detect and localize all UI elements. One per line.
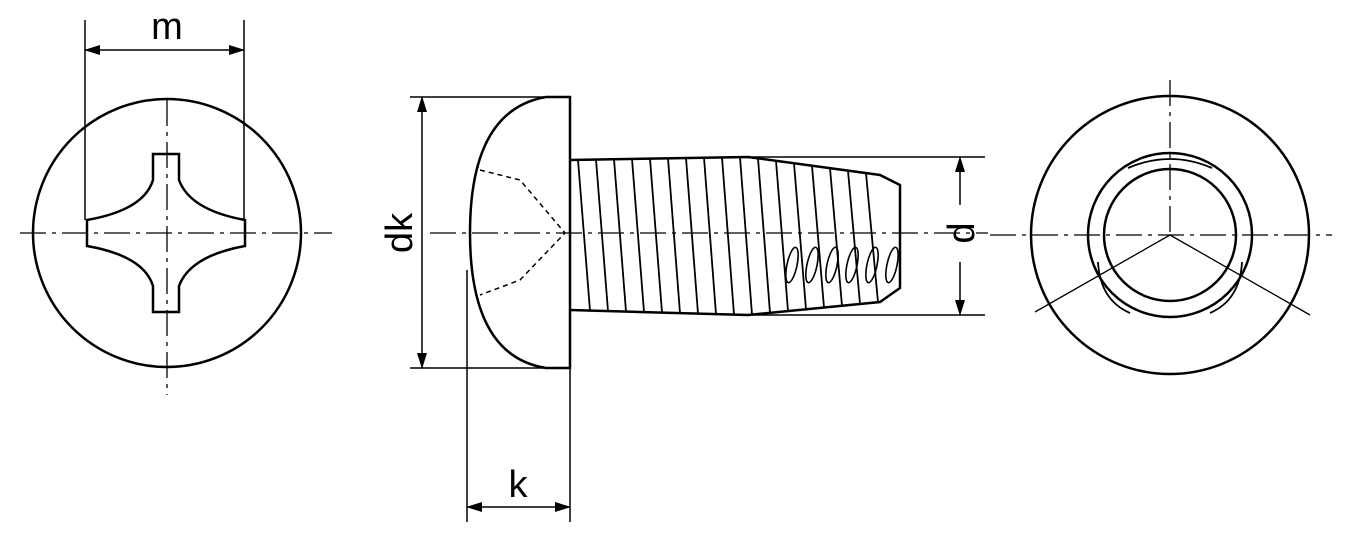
thread-line: [775, 160, 789, 312]
label-k: k: [509, 464, 529, 506]
thread-line: [595, 159, 609, 312]
thread-forming-lobes: [785, 246, 899, 284]
thread-line: [757, 158, 771, 313]
forming-lobe: [885, 246, 899, 284]
dimension-k: [466, 270, 571, 522]
thread-line: [721, 157, 735, 315]
thread-line: [613, 159, 627, 312]
phillips-cross-recess: [85, 152, 247, 314]
thread-line: [847, 170, 861, 305]
thread-lines: [577, 157, 879, 315]
head-top-centerlines: [20, 100, 332, 395]
pan-head-profile: [468, 95, 572, 370]
thread-line: [811, 165, 825, 308]
forming-lobe: [805, 246, 819, 284]
trilobular-lobes: [1097, 158, 1243, 314]
thread-line: [631, 158, 645, 313]
thread-line: [667, 158, 681, 314]
label-dk: dk: [379, 212, 421, 253]
tip-centerlines: [990, 80, 1332, 316]
forming-lobe: [865, 246, 879, 284]
thread-line: [577, 159, 591, 311]
forming-lobe: [785, 246, 799, 284]
thread-line: [649, 158, 663, 313]
forming-lobe: [825, 246, 839, 284]
forming-lobe: [845, 246, 859, 284]
thread-line: [739, 157, 753, 315]
label-d: d: [941, 222, 983, 243]
thread-line: [829, 168, 843, 306]
thread-line: [703, 157, 717, 315]
label-m: m: [151, 6, 183, 48]
thread-line: [865, 173, 879, 303]
thread-line: [793, 163, 807, 310]
dimension-m: [84, 20, 245, 220]
dimension-dk: [410, 96, 545, 369]
thread-line: [685, 157, 699, 314]
dimension-d: [748, 156, 985, 316]
screw-side-view: [468, 95, 902, 370]
